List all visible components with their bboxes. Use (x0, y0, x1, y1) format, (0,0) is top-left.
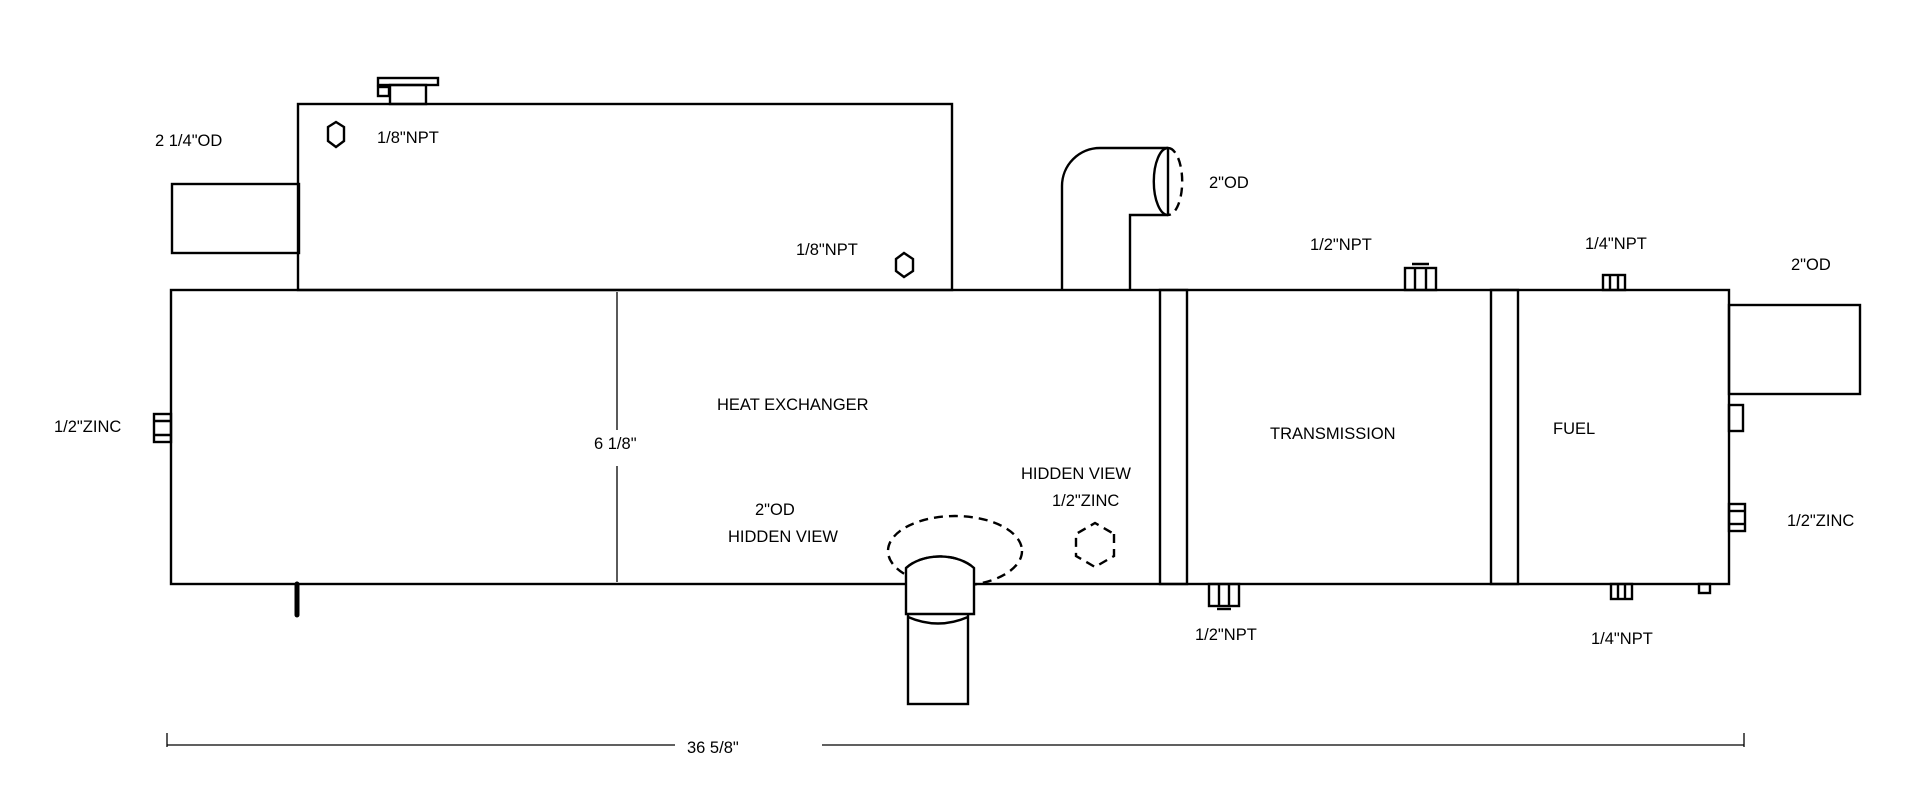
left-zinc-label: 1/2"ZINC (54, 418, 121, 436)
right-outlet-od-label: 2"OD (1791, 256, 1831, 274)
divider-fuel (1489, 288, 1520, 586)
trans-top-npt-fitting (1403, 262, 1438, 292)
trans-bottom-npt-label: 1/2"NPT (1195, 626, 1257, 644)
trans-top-npt-label: 1/2"NPT (1310, 236, 1372, 254)
fuel-top-npt-fitting (1601, 273, 1627, 292)
top-npt-left-label: 1/8"NPT (377, 129, 439, 147)
hidden-view-bottom-label: HIDDEN VIEW (728, 528, 838, 546)
divider-transmission (1158, 288, 1189, 586)
top-npt-right-label: 1/8"NPT (796, 241, 858, 259)
left-inlet-pipe (170, 182, 301, 255)
fuel-top-npt-label: 1/4"NPT (1585, 235, 1647, 253)
bottom-right-stub (1697, 582, 1712, 595)
filler-cap (376, 76, 440, 106)
hidden-view-zinc-label: HIDDEN VIEW (1021, 465, 1131, 483)
bottom-od-label: 2"OD (755, 501, 795, 519)
heat-exchanger-label: HEAT EXCHANGER (717, 396, 869, 414)
transmission-label: TRANSMISSION (1270, 425, 1396, 443)
fuel-bottom-npt-fitting (1609, 582, 1634, 601)
length-dimension (166, 733, 1745, 747)
right-zinc-label: 1/2"ZINC (1787, 512, 1854, 530)
elbow-pipe (1060, 146, 1184, 290)
hidden-zinc-label: 1/2"ZINC (1052, 492, 1119, 510)
left-inlet-od-label: 2 1/4"OD (155, 132, 222, 150)
bottom-outlet-pipe (886, 514, 1024, 706)
right-outlet-pipe (1727, 303, 1862, 396)
main-body (169, 288, 1731, 586)
top-left-hex-plug (326, 120, 346, 149)
elbow-od-label: 2"OD (1209, 174, 1249, 192)
trans-bottom-npt-fitting (1207, 582, 1241, 611)
right-zinc-fitting (1727, 502, 1747, 533)
fuel-bottom-npt-label: 1/4"NPT (1591, 630, 1653, 648)
height-dimension-label: 6 1/8" (594, 435, 637, 453)
hidden-zinc-hex (1074, 521, 1116, 569)
right-side-fitting (1727, 403, 1745, 433)
length-dimension-label: 36 5/8" (687, 739, 739, 757)
fuel-label: FUEL (1553, 420, 1595, 438)
top-right-hex-plug (894, 251, 915, 279)
left-zinc-fitting (152, 412, 173, 444)
